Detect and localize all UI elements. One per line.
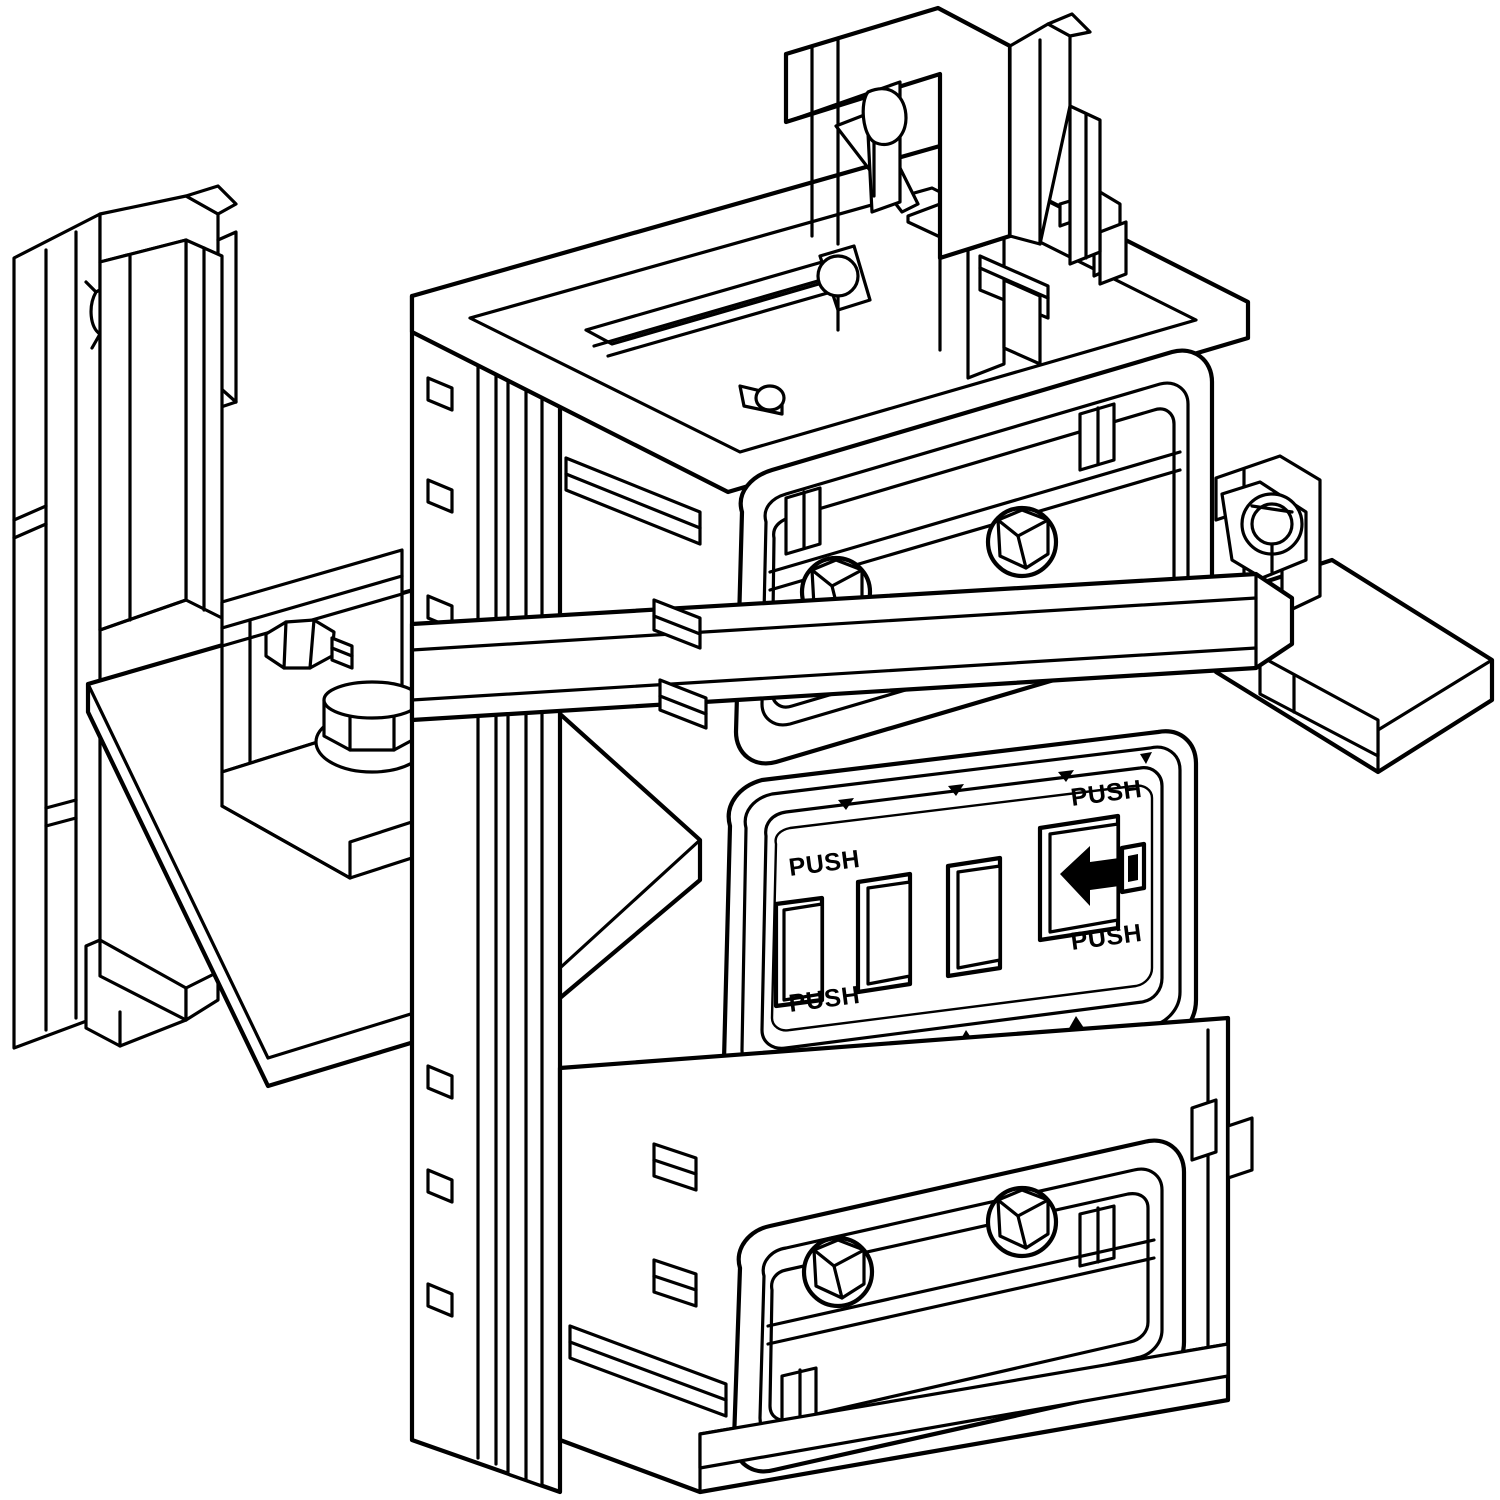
control-panel[interactable]: PUSH PUSH PUSH PUSH [721, 729, 1199, 1095]
hex-bolt-left-lower [314, 680, 430, 774]
lower-column-lip [698, 1342, 1230, 1470]
arrow-left-icon [1060, 846, 1134, 906]
panel-button-2[interactable] [855, 871, 913, 995]
hex-bolt-upper-right [985, 505, 1059, 579]
upright-hook-tab [783, 5, 1102, 266]
cross-rail [409, 571, 1295, 723]
panel-button-1[interactable] [773, 895, 825, 1009]
center-column [409, 293, 563, 1495]
right-corner-bracket [1214, 454, 1322, 616]
panel-button-3[interactable] [945, 855, 1003, 979]
hex-bolt-lower-left [801, 1235, 875, 1309]
hex-bolt-left-upper [264, 618, 354, 670]
hex-bolt-lower-right [985, 1185, 1059, 1259]
panel-button-4[interactable] [1037, 813, 1147, 943]
mid-column-slots [564, 456, 708, 730]
left-mounting-bracket [12, 184, 238, 1050]
